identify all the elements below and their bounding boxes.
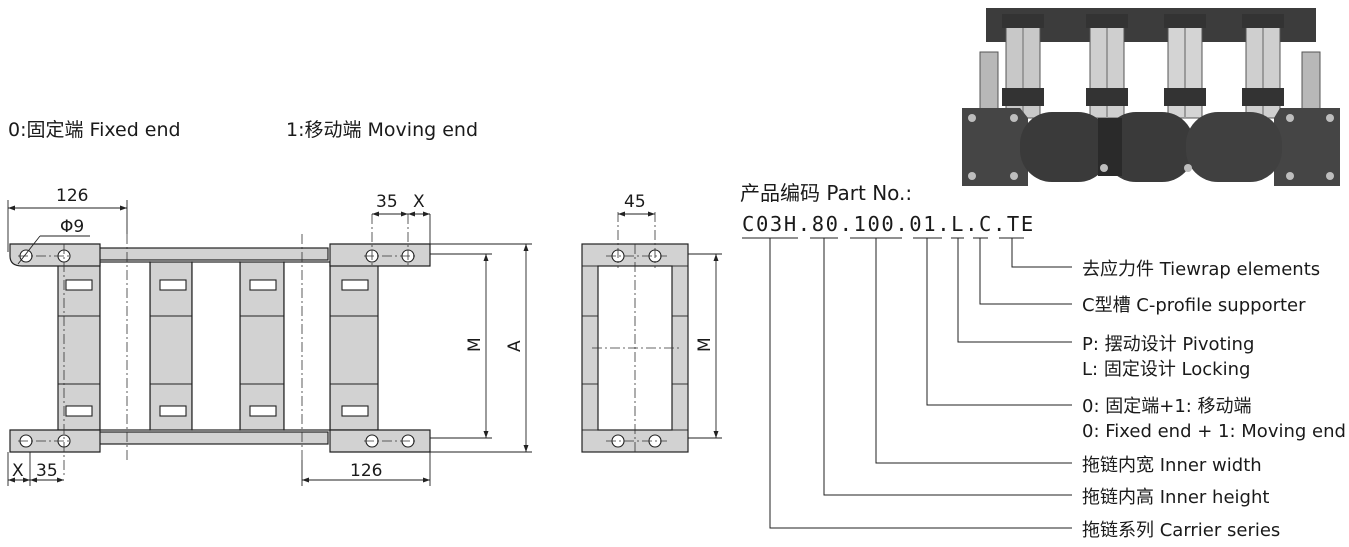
dim-45: 45 [624, 192, 646, 212]
dim-a: A [505, 340, 525, 352]
side-view-drawing [7, 200, 532, 486]
dim-m-side: M [465, 337, 485, 352]
dim-m-end: M [695, 337, 715, 352]
part-code-leaders [742, 237, 1072, 529]
legend-inner-height: 拖链内高 Inner height [1082, 487, 1269, 508]
legend-end-en: 0: Fixed end + 1: Moving end [1082, 421, 1346, 442]
legend-tiewrap: 去应力件 Tiewrap elements [1082, 259, 1320, 280]
part-no-title: 产品编码 Part No.: [740, 181, 912, 205]
fixed-end-label: 0:固定端 Fixed end [8, 119, 181, 141]
end-view-drawing [581, 211, 722, 453]
legend-carrier-series: 拖链系列 Carrier series [1082, 520, 1280, 541]
dim-x-top: X [413, 192, 425, 212]
dim-126-top: 126 [56, 186, 88, 206]
moving-end-label: 1:移动端 Moving end [286, 119, 478, 141]
legend-end-cn: 0: 固定端+1: 移动端 [1082, 396, 1252, 417]
dim-126-bottom: 126 [350, 461, 382, 481]
legend-locking: L: 固定设计 Locking [1082, 359, 1250, 380]
dim-35-bottom: 35 [36, 461, 58, 481]
part-no-code: C03H.80.100.01.L.C.TE [742, 212, 1035, 236]
legend-inner-width: 拖链内宽 Inner width [1082, 455, 1262, 476]
dim-phi9: Φ9 [60, 217, 84, 237]
legend-c-profile: C型槽 C-profile supporter [1082, 295, 1306, 316]
dim-x-bottom: X [12, 461, 24, 481]
cable-carrier-photo [962, 8, 1340, 186]
dim-35-top: 35 [376, 192, 398, 212]
legend-pivoting: P: 摆动设计 Pivoting [1082, 334, 1254, 355]
